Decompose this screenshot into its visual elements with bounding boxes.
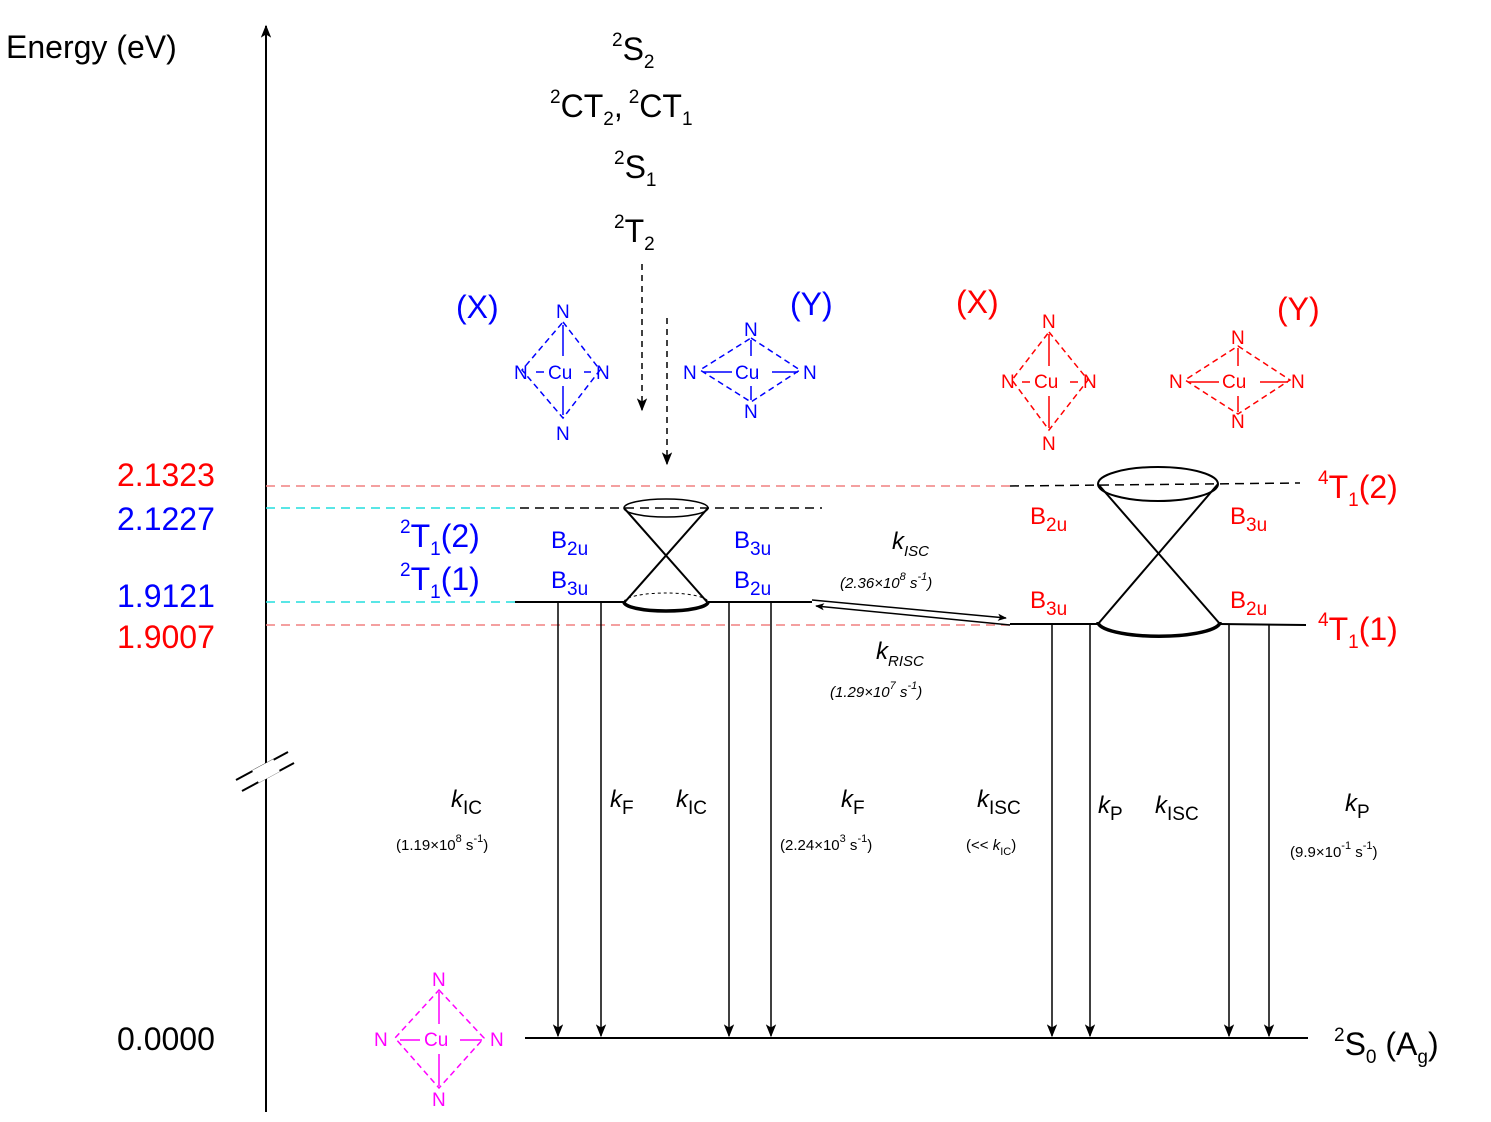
- doublet-y-ligand: N: [683, 363, 697, 384]
- doublet-sym-right-upper: B3u: [734, 527, 771, 560]
- ground-ligand: N: [432, 970, 446, 991]
- doublet-y-metal: Cu: [735, 363, 759, 384]
- quartet-x-label: (X): [956, 284, 999, 320]
- rate-kisc-top: kISC: [892, 528, 929, 560]
- doublet-y-label: (Y): [790, 286, 833, 322]
- doublet-t1-1-label: 2T1(1): [400, 560, 480, 603]
- doublet-x-label: (X): [456, 289, 499, 325]
- quartet-y-label: (Y): [1277, 291, 1320, 327]
- energy-axis: Energy (eV): [6, 24, 295, 1112]
- quartet-t1-1-label: 4T1(1): [1318, 610, 1398, 653]
- quartet-y-ligand: N: [1231, 412, 1245, 433]
- rate-krisc-value: (1.29×107 s-1): [830, 680, 922, 701]
- doublet-sym-right-lower: B2u: [734, 567, 771, 600]
- rate-kf-mid-value: (2.24×103 s-1): [780, 833, 872, 854]
- rate-kic-left-value: (1.19×108 s-1): [396, 833, 488, 854]
- energy-value-quartet-lower: 1.9007: [117, 619, 215, 655]
- quartet-sym-right-lower: B2u: [1230, 587, 1267, 620]
- ground-state-label: 2S0 (Ag): [1334, 1025, 1439, 1068]
- doublet-sym-left-upper: B2u: [551, 527, 588, 560]
- doublet-x-ligand: N: [556, 302, 570, 323]
- quartet-x-ligand: N: [1001, 372, 1015, 393]
- quartet-x-ligand: N: [1042, 434, 1056, 455]
- energy-guide-lines: [266, 482, 1301, 626]
- higher-states: 2S2 2CT2,2CT1 2S1 2T2: [550, 30, 693, 255]
- rate-krisc: kRISC: [876, 638, 924, 670]
- rate-kp-left: kP: [1098, 792, 1123, 825]
- rate-kisc-top-value: (2.36×108 s-1): [840, 571, 932, 592]
- rate-kp-right-value: (9.9×10-1 s-1): [1290, 840, 1378, 861]
- ground-ligand: N: [374, 1030, 388, 1051]
- quartet-y-ligand: N: [1291, 372, 1305, 393]
- ground-metal: Cu: [424, 1030, 448, 1051]
- energy-value-ground: 0.0000: [117, 1021, 215, 1057]
- doublet-y-ligand: N: [803, 363, 817, 384]
- energy-value-quartet-upper: 2.1323: [117, 457, 215, 493]
- energy-value-doublet-upper: 2.1227: [117, 501, 215, 537]
- quartet-y-metal: Cu: [1222, 372, 1246, 393]
- ground-ligand: N: [432, 1090, 446, 1111]
- axis-label: Energy (eV): [6, 29, 177, 65]
- state-2s2: 2S2: [612, 30, 655, 73]
- isc-risc-arrows: [811, 599, 1011, 626]
- state-2ct: 2CT2,2CT1: [550, 87, 693, 130]
- ground-ligand: N: [490, 1030, 504, 1051]
- doublet-y-structure: Cu N N N N: [683, 320, 817, 423]
- rate-kf-mid: kF: [841, 786, 865, 819]
- rate-kisc-bottom-value: (<< kIC): [966, 837, 1016, 858]
- doublet-x-ligand: N: [514, 363, 528, 384]
- rate-kp-right: kP: [1345, 790, 1370, 823]
- rate-kic-left: kIC: [451, 786, 482, 819]
- rate-kisc-bottom2: kISC: [1155, 792, 1199, 825]
- doublet-x-ligand: N: [556, 424, 570, 445]
- quartet-x-ligand: N: [1083, 372, 1097, 393]
- quartet-x-metal: Cu: [1034, 372, 1058, 393]
- doublet-sym-left-lower: B3u: [551, 567, 588, 600]
- quartet-sym-right-upper: B3u: [1230, 503, 1267, 536]
- state-2t2: 2T2: [614, 212, 655, 255]
- energy-value-doublet-lower: 1.9121: [117, 578, 215, 614]
- doublet-levels: [515, 498, 812, 613]
- doublet-y-ligand: N: [744, 320, 758, 341]
- quartet-t1-2-label: 4T1(2): [1318, 468, 1398, 511]
- quartet-sym-left-lower: B3u: [1030, 587, 1067, 620]
- rate-kf-left: kF: [610, 786, 634, 819]
- quartet-sym-left-upper: B2u: [1030, 503, 1067, 536]
- quartet-x-ligand: N: [1042, 312, 1056, 333]
- quartet-y-ligand: N: [1169, 372, 1183, 393]
- quartet-y-structure: Cu N N N N: [1169, 328, 1305, 433]
- quartet-x-structure: Cu N N N N: [1001, 312, 1097, 455]
- doublet-x-structure: Cu N N N N: [514, 302, 610, 445]
- decay-arrows: [552, 602, 1275, 1038]
- state-2s1: 2S1: [614, 148, 657, 191]
- doublet-t1-2-label: 2T1(2): [400, 517, 480, 560]
- doublet-x-metal: Cu: [548, 363, 572, 384]
- quartet-y-ligand: N: [1231, 328, 1245, 349]
- rate-kisc-bottom: kISC: [977, 786, 1021, 819]
- quartet-levels: [1010, 466, 1307, 638]
- doublet-y-ligand: N: [744, 402, 758, 423]
- rate-kic-mid: kIC: [676, 786, 707, 819]
- ground-state-structure: Cu N N N N: [374, 970, 504, 1111]
- doublet-x-ligand: N: [596, 363, 610, 384]
